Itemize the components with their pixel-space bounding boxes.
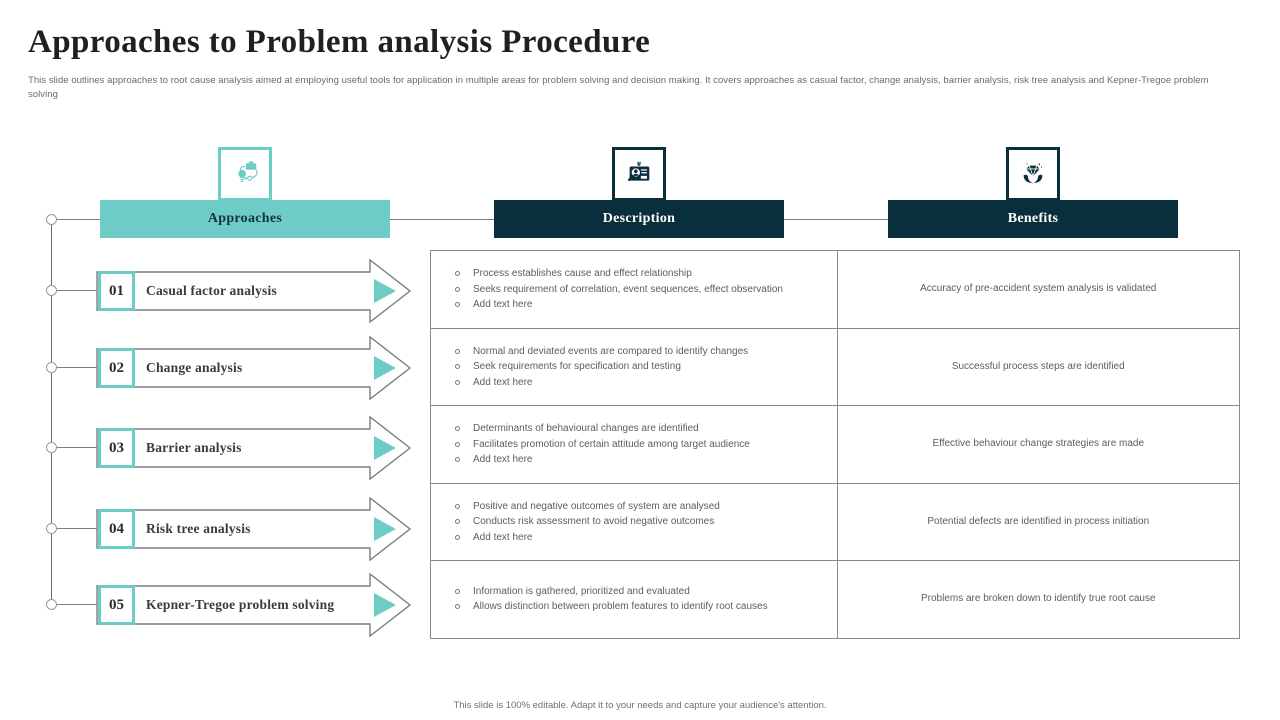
approach-number-3: 03	[98, 428, 135, 468]
description-list-3: Determinants of behavioural changes are …	[447, 421, 827, 468]
branch-line-1	[57, 290, 98, 291]
description-cell-4: Positive and negative outcomes of system…	[430, 482, 838, 561]
list-item: Process establishes cause and effect rel…	[447, 266, 827, 282]
spine-node-2	[46, 362, 57, 373]
description-cell-2: Normal and deviated events are compared …	[430, 327, 838, 406]
spine-node-header	[46, 214, 57, 225]
approach-row-4[interactable]: 04 Risk tree analysis	[96, 497, 412, 561]
approach-label-1: Casual factor analysis	[146, 283, 277, 298]
list-item: Add text here	[447, 297, 827, 313]
spine-node-1	[46, 285, 57, 296]
description-icon-box	[612, 147, 666, 201]
list-item: Conducts risk assessment to avoid negati…	[447, 514, 827, 530]
description-list-5: Information is gathered, prioritized and…	[447, 584, 827, 615]
description-cell-3: Determinants of behavioural changes are …	[430, 405, 838, 484]
page-subtitle: This slide outlines approaches to root c…	[28, 75, 1209, 100]
approaches-icon-box	[218, 147, 272, 201]
approach-row-5[interactable]: 05 Kepner-Tregoe problem solving	[96, 573, 412, 637]
column-header-description-label: Description	[602, 211, 676, 226]
column-header-description[interactable]: Description	[494, 200, 784, 238]
list-item: Normal and deviated events are compared …	[447, 344, 827, 360]
column-header-benefits[interactable]: Benefits	[888, 200, 1178, 238]
approach-number-5: 05	[98, 585, 135, 625]
approach-number-4: 04	[98, 509, 135, 549]
benefit-cell-5: Problems are broken down to identify tru…	[836, 560, 1241, 639]
approach-arrow-shape-3	[96, 416, 412, 480]
list-item: Add text here	[447, 530, 827, 546]
approach-arrow-shape-2	[96, 336, 412, 400]
diamond-in-hands-icon	[1023, 163, 1043, 184]
table-row: Normal and deviated events are compared …	[430, 327, 1241, 406]
description-list-2: Normal and deviated events are compared …	[447, 344, 827, 391]
footer-note: This slide is 100% editable. Adapt it to…	[453, 700, 827, 711]
approach-label-2: Change analysis	[146, 360, 243, 375]
description-cell-1: Process establishes cause and effect rel…	[430, 250, 838, 329]
list-item: Information is gathered, prioritized and…	[447, 584, 827, 600]
list-item: Seek requirements for specification and …	[447, 359, 827, 375]
approach-label-5: Kepner-Tregoe problem solving	[146, 597, 335, 612]
branch-line-2	[57, 367, 98, 368]
benefit-cell-1: Accuracy of pre-accident system analysis…	[836, 250, 1241, 329]
list-item: Seeks requirement of correlation, event …	[447, 282, 827, 298]
approach-arrow-shape-4	[96, 497, 412, 561]
list-item: Determinants of behavioural changes are …	[447, 421, 827, 437]
branch-line-4	[57, 528, 98, 529]
description-cell-5: Information is gathered, prioritized and…	[430, 560, 838, 639]
branch-line-5	[57, 604, 98, 605]
approach-arrow-shape-5	[96, 573, 412, 637]
list-item: Facilitates promotion of certain attitud…	[447, 437, 827, 453]
list-item: Allows distinction between problem featu…	[447, 599, 827, 615]
approach-number-1: 01	[98, 271, 135, 311]
spine-node-4	[46, 523, 57, 534]
process-lightbulb-icon	[238, 161, 258, 182]
header-connector-middle	[388, 219, 496, 220]
column-header-benefits-label: Benefits	[1007, 211, 1059, 226]
page-title: Approaches to Problem analysis Procedure	[28, 24, 651, 60]
column-header-approaches[interactable]: Approaches	[100, 200, 390, 238]
description-list-4: Positive and negative outcomes of system…	[447, 499, 827, 546]
approach-row-3[interactable]: 03 Barrier analysis	[96, 416, 412, 480]
benefit-cell-4: Potential defects are identified in proc…	[836, 482, 1241, 561]
description-list-1: Process establishes cause and effect rel…	[447, 266, 827, 313]
approach-label-4: Risk tree analysis	[146, 521, 251, 536]
list-item: Add text here	[447, 452, 827, 468]
header-connector-right	[782, 219, 890, 220]
spine-line	[51, 219, 53, 605]
table-row: Information is gathered, prioritized and…	[430, 560, 1241, 639]
benefit-cell-3: Effective behaviour change strategies ar…	[836, 405, 1241, 484]
approach-number-2: 02	[98, 348, 135, 388]
id-badge-search-icon	[628, 161, 650, 182]
approach-label-3: Barrier analysis	[146, 440, 242, 455]
table-row: Process establishes cause and effect rel…	[430, 250, 1241, 329]
list-item: Positive and negative outcomes of system…	[447, 499, 827, 515]
approach-arrow-shape-1	[96, 259, 412, 323]
approach-row-1[interactable]: 01 Casual factor analysis	[96, 259, 412, 323]
list-item: Add text here	[447, 375, 827, 391]
branch-line-3	[57, 447, 98, 448]
approach-row-2[interactable]: 02 Change analysis	[96, 336, 412, 400]
spine-node-3	[46, 442, 57, 453]
benefits-icon-box	[1006, 147, 1060, 201]
header-connector-left	[52, 219, 102, 220]
benefit-cell-2: Successful process steps are identified	[836, 327, 1241, 406]
table-row: Positive and negative outcomes of system…	[430, 482, 1241, 561]
column-header-approaches-label: Approaches	[207, 211, 283, 226]
table-row: Determinants of behavioural changes are …	[430, 405, 1241, 484]
details-table: Process establishes cause and effect rel…	[430, 250, 1241, 639]
spine-node-5	[46, 599, 57, 610]
